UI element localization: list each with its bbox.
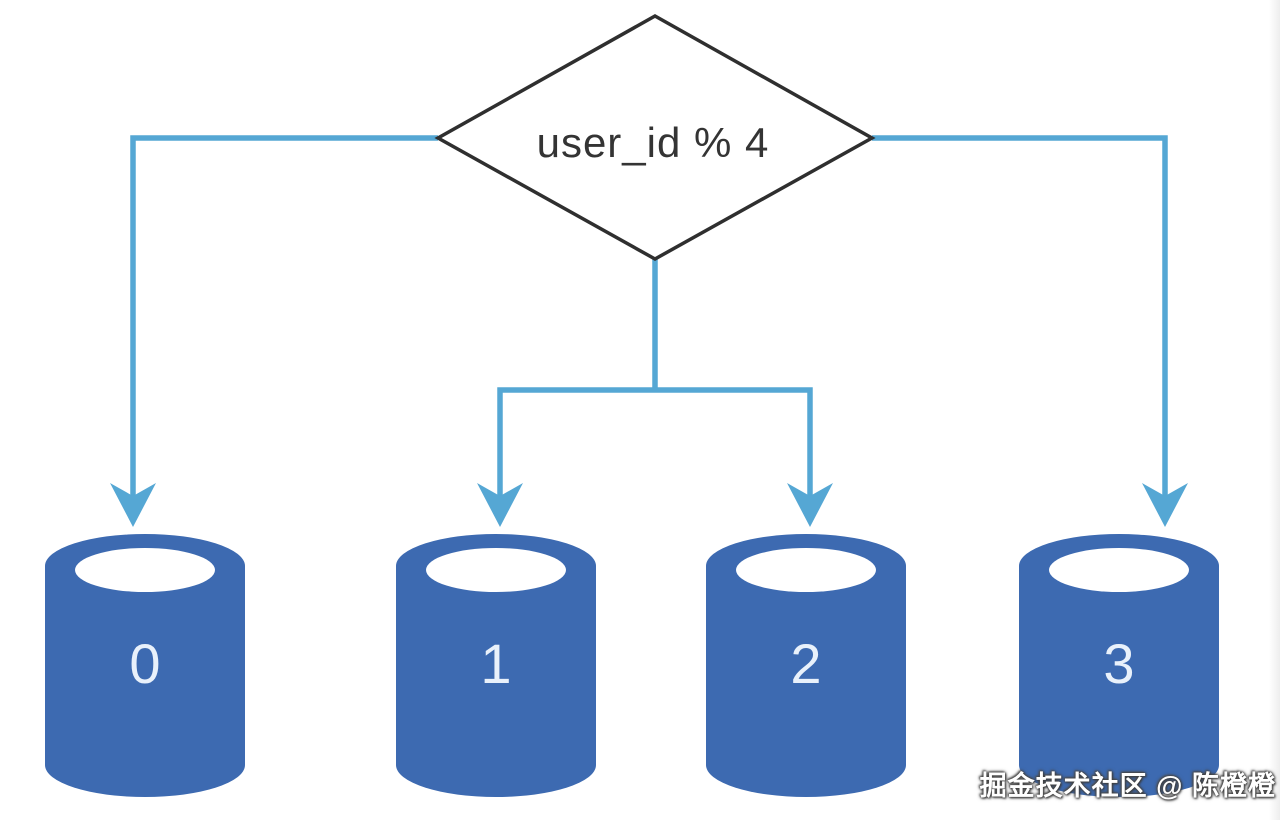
connector-left [130, 135, 438, 500]
arrow-down-icon [477, 483, 523, 527]
cylinder-body [706, 534, 906, 797]
shard-label-3: 3 [1103, 632, 1134, 695]
watermark: 掘金技术社区 @ 陈橙橙 [979, 771, 1276, 801]
cylinder-body [45, 534, 245, 797]
cylinder-top-opening [1049, 548, 1189, 592]
cylinder-body [1019, 534, 1219, 797]
arrow-down-icon [1142, 483, 1188, 527]
cylinder-body [396, 534, 596, 797]
connector-branch-middle [497, 387, 813, 500]
page-edge-artifact [1269, 0, 1280, 820]
cylinder-top-opening [736, 548, 876, 592]
shard-label-2: 2 [790, 632, 821, 695]
database-cylinder-0: 0 [45, 534, 245, 797]
database-cylinder-1: 1 [396, 534, 596, 797]
arrow-down-icon [110, 483, 156, 527]
shard-label-1: 1 [480, 632, 511, 695]
decision-diamond [434, 13, 876, 262]
database-cylinder-2: 2 [706, 534, 906, 797]
connector-right [872, 135, 1168, 500]
cylinder-top-opening [75, 548, 215, 592]
decision-label: user_id % 4 [537, 119, 770, 166]
database-cylinder-3: 3 [1019, 534, 1219, 797]
shard-label-0: 0 [129, 632, 160, 695]
cylinder-top-opening [426, 548, 566, 592]
arrow-down-icon [787, 483, 833, 527]
